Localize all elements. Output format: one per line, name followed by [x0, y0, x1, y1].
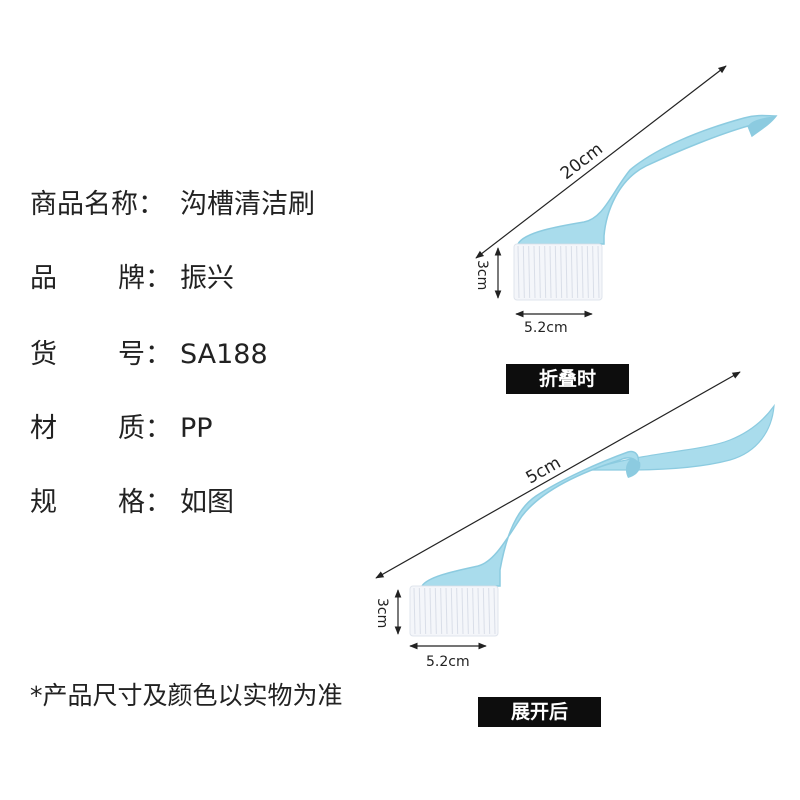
bristle-strand — [429, 587, 432, 635]
bristle-strand — [472, 587, 475, 635]
spec-value-brand: 振兴 — [180, 263, 234, 294]
bristle-strand — [450, 587, 453, 635]
folded-height-label: 3cm — [474, 260, 490, 290]
bristle-strand — [456, 587, 459, 635]
unfolded-bristles — [409, 585, 499, 637]
spec-label-sku-b: 号： — [118, 339, 172, 370]
spec-label-brand-b: 牌： — [118, 263, 172, 294]
bristle-strand — [482, 587, 485, 635]
spec-label-name: 商品名称： — [30, 189, 165, 220]
unfolded-brush — [409, 403, 775, 637]
folded-length-line — [475, 65, 727, 259]
spec-label-material-a: 材 — [30, 413, 57, 444]
folded-handle — [516, 114, 778, 245]
bristle-strand — [434, 587, 437, 635]
spec-value-name: 沟槽清洁刷 — [180, 189, 315, 220]
folded-brush — [513, 114, 778, 301]
folded-blade — [748, 116, 776, 136]
bristle-strand — [488, 587, 491, 635]
spec-label-size-b: 格： — [118, 487, 172, 518]
unfolded-length-line — [375, 371, 741, 579]
bristle-strand — [445, 587, 448, 635]
bristle-strand — [461, 587, 464, 635]
folded-width-label: 5.2cm — [524, 320, 568, 336]
unfolded-width-label: 5.2cm — [426, 654, 470, 670]
bristle-strand — [418, 587, 421, 635]
spec-label-brand-a: 品 — [30, 263, 57, 294]
bristle-strand — [440, 587, 443, 635]
spec-value-material: PP — [180, 413, 213, 444]
spec-label-size-a: 规 — [30, 487, 57, 518]
spec-label-sku-a: 货 — [30, 339, 57, 370]
spec-value-sku: SA188 — [180, 339, 268, 370]
disclaimer-note: *产品尺寸及颜色以实物为准 — [30, 681, 343, 710]
bristle-strand — [466, 587, 469, 635]
bristle-strand — [493, 587, 496, 635]
bristle-strand — [477, 587, 480, 635]
bristle-strand — [413, 587, 416, 635]
spec-label-material-b: 质： — [118, 413, 172, 444]
spec-value-size: 如图 — [180, 487, 234, 518]
folded-bristles — [513, 243, 603, 301]
bristle-strand — [424, 587, 427, 635]
unfolded-state-label: 展开后 — [478, 697, 601, 727]
unfolded-height-label: 3cm — [374, 598, 390, 628]
folded-state-label: 折叠时 — [506, 364, 629, 394]
